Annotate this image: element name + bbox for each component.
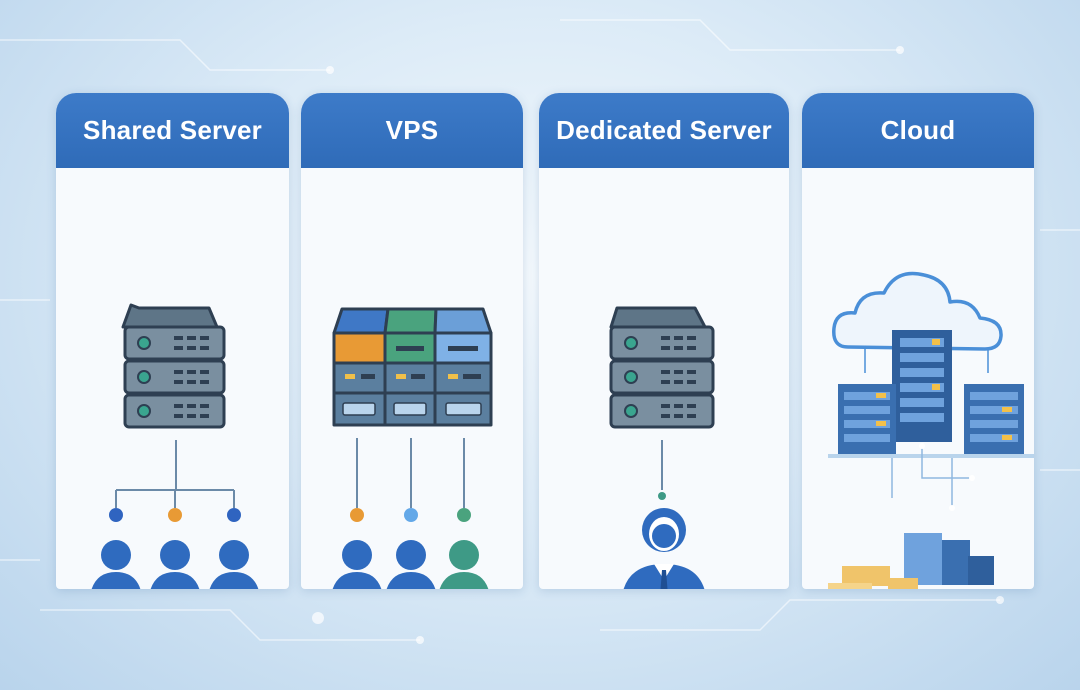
node-dot — [658, 492, 666, 500]
node-dot — [109, 508, 123, 522]
card-dedicated-server: Dedicated Server — [539, 93, 789, 589]
card-title: Cloud — [802, 93, 1034, 168]
card-vps: VPS — [301, 93, 523, 589]
vps-illustration — [301, 168, 523, 589]
storage-blocks-icon — [828, 533, 994, 589]
node-dot — [404, 508, 418, 522]
user-icon — [386, 540, 436, 589]
cloud-icon — [832, 271, 1003, 351]
shared-server-illustration — [56, 168, 289, 589]
card-cloud: Cloud — [802, 93, 1034, 589]
connector-lines — [356, 438, 465, 508]
data-center-racks-icon — [828, 330, 1034, 458]
user-icon — [150, 540, 200, 589]
dedicated-server-illustration — [539, 168, 789, 589]
connector-lines — [115, 440, 235, 508]
card-title: Dedicated Server — [539, 93, 789, 168]
server-stack-icon — [121, 303, 226, 429]
cloud-illustration — [802, 168, 1034, 589]
node-dot — [350, 508, 364, 522]
user-icon — [439, 540, 489, 589]
user-icon — [332, 540, 382, 589]
node-dot — [457, 508, 471, 522]
card-title: VPS — [301, 93, 523, 168]
card-title: Shared Server — [56, 93, 289, 168]
node-dot — [227, 508, 241, 522]
user-icon — [209, 540, 259, 589]
user-icon — [91, 540, 141, 589]
business-user-icon — [623, 508, 705, 589]
node-dot — [168, 508, 182, 522]
server-stack-icon — [609, 306, 715, 429]
card-shared-server: Shared Server — [56, 93, 289, 589]
